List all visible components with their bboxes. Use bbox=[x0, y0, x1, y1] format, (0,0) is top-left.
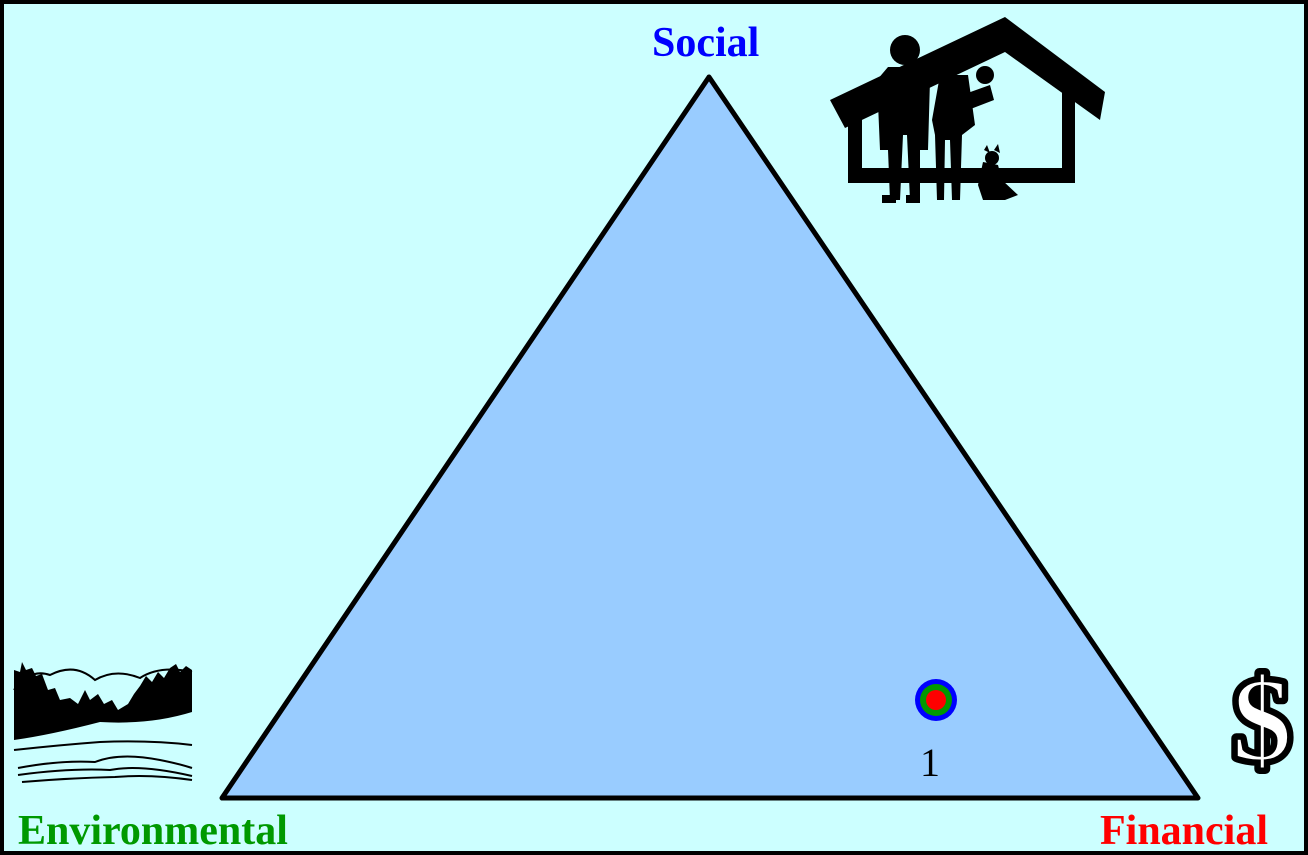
svg-text:$: $ bbox=[1232, 653, 1292, 786]
svg-text:$: $ bbox=[1232, 653, 1292, 786]
data-point-marker bbox=[915, 679, 957, 721]
family-house-icon bbox=[830, 17, 1105, 203]
data-point-label: 1 bbox=[920, 740, 940, 785]
social-label: Social bbox=[652, 20, 760, 66]
dollar-sign-icon: $ $ bbox=[1227, 648, 1297, 791]
environmental-label: Environmental bbox=[18, 808, 288, 854]
sustainability-triangle bbox=[219, 74, 1201, 801]
financial-label: Financial bbox=[1100, 808, 1269, 854]
landscape-river-icon bbox=[13, 660, 193, 783]
point-center bbox=[926, 690, 946, 710]
